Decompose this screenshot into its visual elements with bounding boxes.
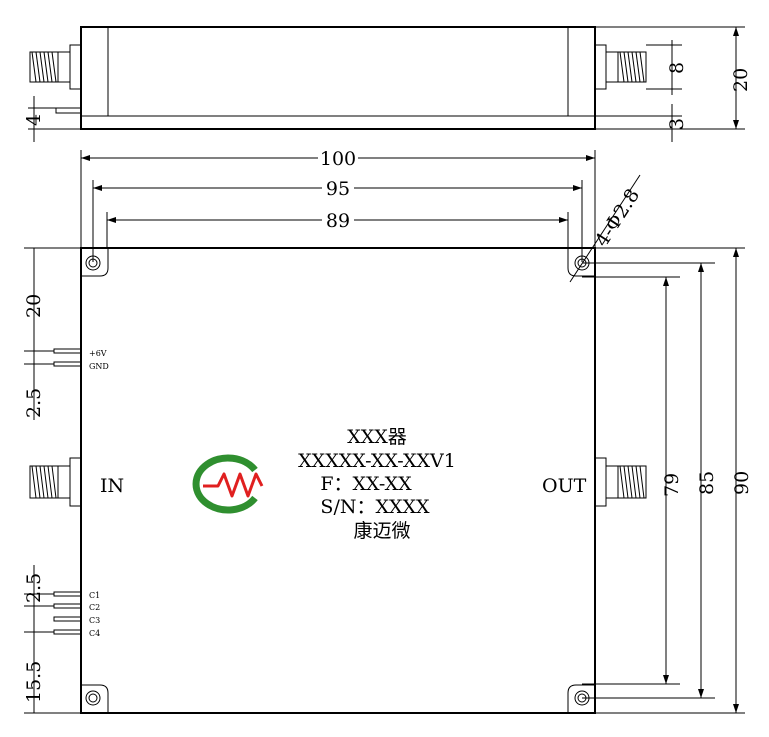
label-serial: S/N：XXXX [320,496,430,518]
side-view: 4 8 3 20 [23,26,752,142]
label-company: 康迈微 [353,520,410,542]
side-left-connector [29,44,82,90]
pin-power-label: +6V [89,349,107,358]
side-body [80,26,596,130]
port-out-label: OUT [542,475,587,497]
output-connector [594,457,647,507]
product-label: XXX器 XXXXX-XX-XXV1 F：XX-XX S/N：XXXX 康迈微 [298,426,456,542]
horizontal-dimensions: 100 95 89 4-Φ2.8 [80,148,644,283]
company-logo: MW [0,0,264,514]
dim-side-3: 3 [666,118,688,130]
side-right-connector [594,44,647,90]
left-dimensions: 20 2.5 2.5 15.5 [23,247,81,714]
dim-95: 95 [326,178,350,200]
dim-79: 79 [661,473,683,497]
mounting-hole-tl [81,247,109,277]
dim-left-2-5-bottom: 2.5 [23,573,45,603]
dim-side-4: 4 [23,114,45,126]
pin-c4-label: C4 [89,629,100,638]
dim-hole-spec: 4-Φ2.8 [591,185,644,251]
dim-side-20: 20 [730,68,752,92]
input-connector [29,457,82,507]
label-model: XXXXX-XX-XXV1 [298,450,456,472]
dim-89: 89 [326,210,350,232]
dim-100: 100 [320,148,356,170]
dim-left-2-5-top: 2.5 [23,388,45,418]
dim-90: 90 [731,471,753,495]
side-right-flange [567,26,596,117]
dim-side-8: 8 [666,62,688,74]
top-view: +6V GND C1 C2 C3 C4 [0,0,647,714]
pin-c1-label: C1 [89,591,100,600]
pin-ground-label: GND [89,362,109,371]
logo-text: MW [0,0,2,1]
logo-mw-mark [203,472,264,498]
pin-c3-label: C3 [89,616,100,625]
label-name: XXX器 [347,426,407,448]
dim-left-20: 20 [23,294,45,318]
mounting-hole-br [567,684,595,714]
side-pin [55,107,82,114]
side-left-flange [80,26,109,117]
dim-left-15-5: 15.5 [23,661,45,703]
right-dimensions: 79 85 90 [582,247,753,714]
dim-85: 85 [696,471,718,495]
label-frequency: F：XX-XX [320,473,412,495]
control-pins: C1 C2 C3 C4 [53,591,100,638]
pin-c2-label: C2 [89,603,100,612]
mounting-hole-bl [81,684,109,714]
port-in-label: IN [100,475,124,497]
